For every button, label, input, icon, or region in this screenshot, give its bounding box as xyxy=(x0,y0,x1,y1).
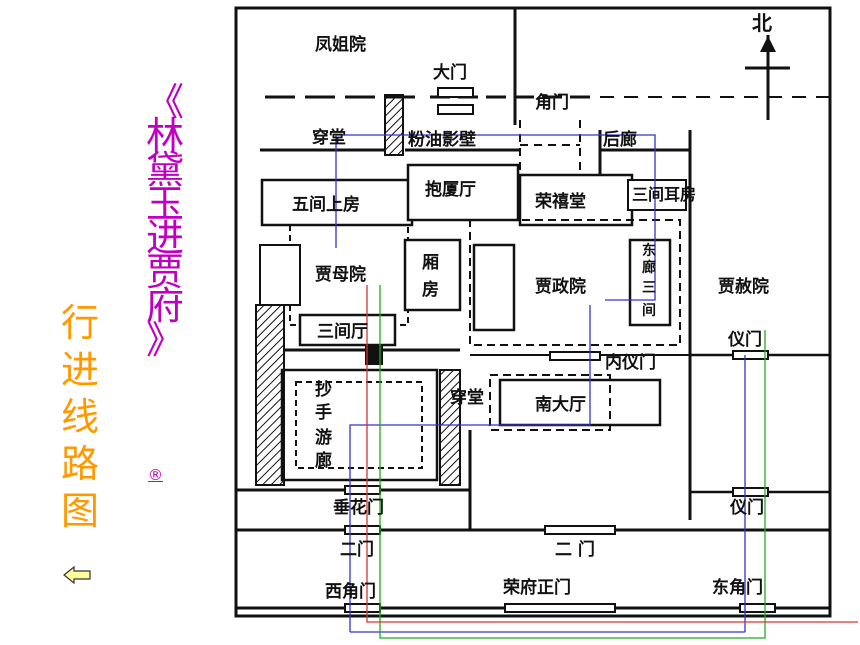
route-blue xyxy=(335,134,746,633)
title-char: 》 xyxy=(145,318,184,362)
title-char: 贾 xyxy=(145,250,184,294)
subtitle-char: 行 xyxy=(60,301,99,345)
main-title: 《 林 黛 玉 进 贾 府 》 xyxy=(140,80,190,362)
compound-border xyxy=(234,6,832,618)
label-chao-4: 廊 xyxy=(315,450,332,471)
label-houlang: 后廊 xyxy=(603,129,637,150)
back-arrow-icon[interactable] xyxy=(62,565,92,585)
subtitle-char: 进 xyxy=(60,348,99,392)
label-chao-1: 抄 xyxy=(315,379,332,400)
label-ermen-left: 二门 xyxy=(340,539,374,560)
north-arrow-icon xyxy=(745,35,790,120)
label-ronghui: 荣禧堂 xyxy=(534,191,586,212)
label-sanjianting: 三间厅 xyxy=(317,321,368,342)
label-fenyou: 粉油影壁 xyxy=(408,129,476,150)
title-char: 林 xyxy=(145,114,184,158)
label-fang: 房 xyxy=(422,279,439,300)
title-char: 进 xyxy=(145,216,184,260)
title-char: 《 xyxy=(145,80,184,124)
label-damen: 大门 xyxy=(433,62,467,83)
label-chao-3: 游 xyxy=(315,427,332,448)
label-donglang-2: 廊 xyxy=(642,259,656,276)
north-label: 北 xyxy=(752,11,772,35)
label-wujian: 五间上房 xyxy=(292,194,360,215)
label-yimen-top: 仪门 xyxy=(727,329,762,350)
label-chuantang-mid: 穿堂 xyxy=(450,387,484,408)
label-ermen-mid: 二 门 xyxy=(555,539,595,560)
label-jiamu: 贾母院 xyxy=(315,264,366,285)
label-donglang-4: 间 xyxy=(642,302,656,319)
subtitle-char: 图 xyxy=(60,489,99,533)
label-chuihuamen: 垂花门 xyxy=(333,497,384,518)
label-nandating: 南大厅 xyxy=(535,394,586,415)
title-char: 黛 xyxy=(145,148,184,192)
label-xijiaomen: 西角门 xyxy=(325,581,376,602)
route-green xyxy=(379,285,766,639)
label-baosha: 抱厦厅 xyxy=(425,179,476,200)
label-fengjie: 凤姐院 xyxy=(315,34,366,55)
label-chao-2: 手 xyxy=(315,402,332,423)
label-dongjiaomen: 东角门 xyxy=(712,577,763,598)
label-chuantang-top: 穿堂 xyxy=(312,127,346,148)
label-rongfu: 荣府正门 xyxy=(502,577,571,598)
label-donglang-3: 三 xyxy=(642,280,656,296)
label-jiashe: 贾赦院 xyxy=(718,276,769,297)
label-jiazheng: 贾政院 xyxy=(535,276,586,297)
title-char: 玉 xyxy=(145,182,184,226)
label-sanjian-erfang: 三间耳房 xyxy=(632,185,696,204)
subtitle-char: 路 xyxy=(60,442,99,486)
route-red xyxy=(366,285,858,623)
subtitle-char: 线 xyxy=(60,395,99,439)
label-yimen-bottom: 仪门 xyxy=(729,497,764,518)
label-neiyimen: 内仪门 xyxy=(605,352,656,373)
label-jiaomen: 角门 xyxy=(535,92,569,113)
label-donglang-1: 东 xyxy=(642,242,656,259)
title-char: 府 xyxy=(145,284,184,328)
route-map-subtitle: 行 进 线 路 图 xyxy=(55,300,105,535)
label-xiang: 厢 xyxy=(422,253,439,273)
registered-mark-link[interactable]: ® xyxy=(148,466,163,484)
